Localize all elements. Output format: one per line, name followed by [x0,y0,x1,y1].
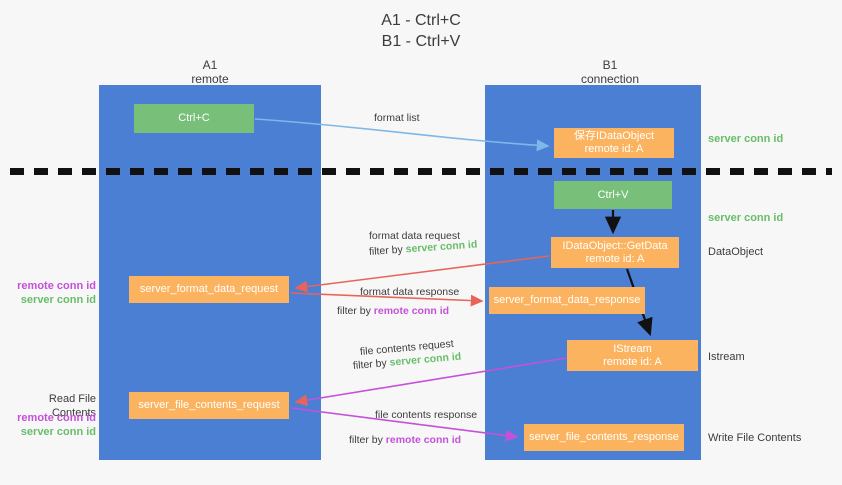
remote-conn-id-label: remote conn id [17,280,96,292]
remote-conn-id-token: remote conn id [385,434,462,446]
edge-label-file-contents-response: file contents response [375,409,478,421]
node-ctrl-v[interactable]: Ctrl+V [554,181,672,209]
edge-label-format-data-response-filter: filter by remote conn id [337,304,449,318]
edge-label-file-contents-response-filter: filter by remote conn id [349,433,461,447]
node-getdata-label: IDataObject::GetData [562,239,668,252]
node-idataobject-label: 保存IDataObject [573,130,655,142]
side-label-server-conn-id-mid: server conn id [708,212,784,224]
page-title: A1 - Ctrl+C B1 - Ctrl+V [381,12,461,50]
node-ctrl-c-label: Ctrl+C [178,112,210,124]
side-label-conn-ids-lower: remote conn id server conn id [10,411,96,439]
side-label-server-conn-id-top: server conn id [708,133,784,145]
node-idataobject-sublabel: remote id: A [584,143,644,155]
node-getdata[interactable]: IDataObject::GetData remote id: A [551,237,679,268]
node-istream[interactable]: IStream remote id: A [567,340,698,371]
edge-label-format-data-request: format data request [369,230,461,242]
node-server-file-contents-response[interactable]: server_file_contents_response [524,424,684,451]
node-server-format-data-request[interactable]: server_format_data_request [129,276,289,303]
node-ctrl-v-label: Ctrl+V [597,188,629,201]
edge-label-format-data-response: format data response [360,286,460,298]
server-conn-id-label: server conn id [20,426,96,438]
side-label-istream: Istream [708,351,745,363]
edge-label-format-list: format list [374,112,420,124]
node-server-format-data-request-label: server_format_data_request [139,283,279,295]
node-ctrl-c[interactable]: Ctrl+C [134,104,254,133]
node-server-file-contents-request[interactable]: server_file_contents_request [129,392,289,419]
filter-prefix: filter by [368,243,407,258]
lane-header-a1: A1 remote [191,58,229,86]
node-istream-sublabel: remote id: A [603,355,662,368]
node-server-file-contents-request-label: server_file_contents_request [138,399,280,411]
node-server-format-data-response-label: server_format_data_response [493,294,641,306]
side-label-conn-ids-upper: remote conn id server conn id [10,279,96,307]
side-label-write-file-contents: Write File Contents [708,432,802,444]
node-server-file-contents-response-label: server_file_contents_response [529,431,679,443]
node-getdata-sublabel: remote id: A [585,252,645,265]
node-server-format-data-response[interactable]: server_format_data_response [489,287,645,314]
lane-header-b1: B1 connection [580,58,640,86]
remote-conn-id-token: remote conn id [373,305,450,317]
filter-prefix: filter by [352,356,391,372]
filter-prefix: filter by [349,434,386,446]
node-idataobject[interactable]: 保存IDataObject remote id: A [554,128,674,158]
remote-conn-id-label: remote conn id [17,412,96,424]
side-label-read-file-contents: Read File Contents [48,393,96,419]
node-istream-label: IStream [613,342,652,355]
phase-divider [10,168,832,175]
server-conn-id-token: server conn id [405,238,478,256]
side-label-dataobject: DataObject [708,246,764,258]
server-conn-id-label: server conn id [20,294,96,306]
filter-prefix: filter by [337,305,374,317]
